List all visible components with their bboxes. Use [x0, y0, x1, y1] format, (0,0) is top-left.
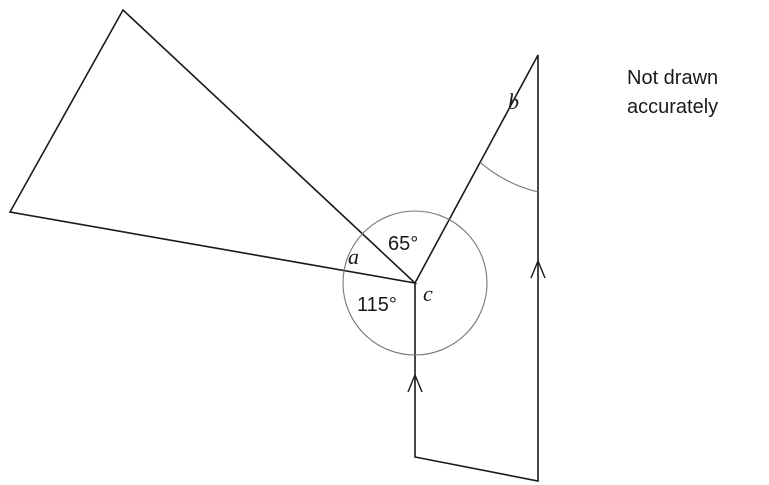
- angle-label-115: 115°: [357, 294, 397, 316]
- angle-label-c: c: [423, 281, 433, 306]
- not-drawn-accurately-note: Not drawn accurately: [627, 64, 718, 122]
- angle-arc-b: [479, 161, 539, 193]
- note-line-1: Not drawn: [627, 67, 719, 89]
- note-line-2: accurately: [627, 96, 719, 118]
- full-angle-arc-c: [342, 210, 488, 356]
- angle-label-65: 65°: [388, 233, 418, 255]
- angle-label-a: a: [348, 244, 359, 269]
- left-triangle: [8, 8, 418, 285]
- angle-label-b: b: [508, 89, 519, 114]
- parallel-arrow-left: [407, 373, 423, 393]
- parallel-arrow-right: [530, 259, 546, 279]
- right-quadrilateral: [414, 54, 539, 482]
